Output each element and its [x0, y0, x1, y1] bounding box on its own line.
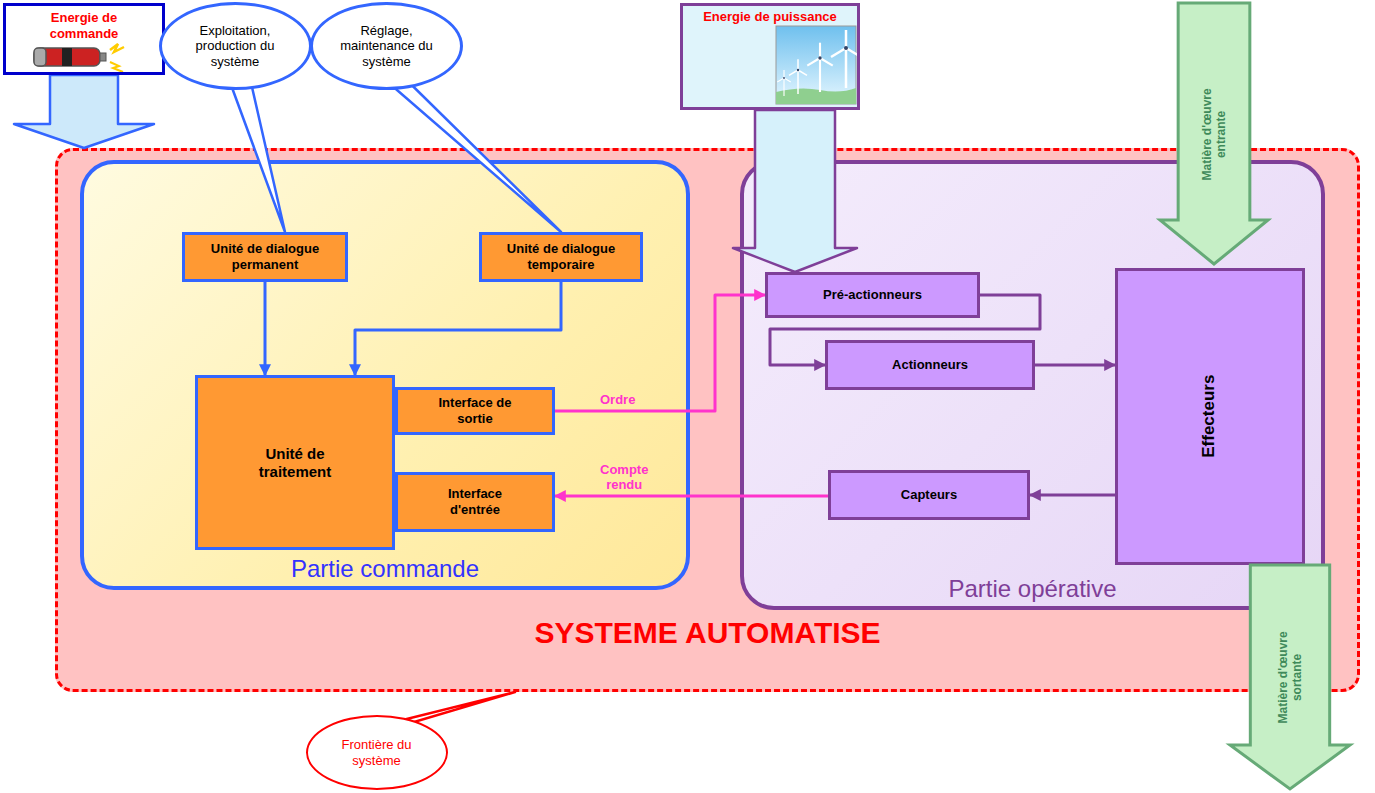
wind-turbine-picture	[776, 26, 861, 104]
node-text: Interface de sortie	[423, 395, 528, 426]
signal-label: Ordre	[600, 392, 635, 408]
node-text: Matière d'œuvre entrante	[1200, 79, 1229, 189]
node-text: Unité de dialogue permanent	[185, 241, 345, 272]
callout-bubble: Réglage, maintenance du système	[310, 2, 463, 90]
callout-bubble: Exploitation, production du système	[159, 2, 312, 90]
system-boundary: SYSTEME AUTOMATISE Partie commande Unité d…	[55, 148, 1360, 692]
process-box: Effecteurs	[1115, 268, 1305, 565]
energy-box: Energie de commande	[3, 3, 165, 75]
material-arrow: Matière d'œuvre sortante	[1228, 565, 1352, 790]
edge-label: Ordre	[600, 392, 635, 408]
node-text: Capteurs	[901, 487, 957, 503]
process-box: Actionneurs	[825, 340, 1035, 390]
callout-tail	[227, 74, 285, 232]
connector	[555, 495, 828, 498]
node-text: Interface d'entrée	[435, 486, 515, 517]
node-text: Energie de puissance	[703, 9, 837, 25]
callout-tail	[379, 74, 562, 232]
process-box: Pré-actionneurs	[765, 272, 980, 318]
connector	[355, 282, 561, 375]
node-text: Unité de traitement	[245, 445, 345, 481]
node-text: Unité de dialogue temporaire	[482, 241, 640, 272]
edge-label: Compte rendu	[600, 462, 648, 493]
connector	[1030, 494, 1115, 497]
callout-bubble: Frontière du système	[306, 715, 448, 790]
connector	[1035, 364, 1115, 367]
process-box: Unité de dialogue permanent	[182, 232, 348, 282]
node-text: Exploitation, production du système	[181, 23, 289, 70]
node-text: Matière d'œuvre sortante	[1276, 623, 1305, 733]
connector	[264, 282, 267, 375]
node-text: Partie opérative	[948, 575, 1116, 604]
process-box: Unité de traitement	[195, 375, 395, 550]
node-text: Réglage, maintenance du système	[333, 23, 441, 70]
energy-box: Energie de puissance	[680, 3, 860, 110]
control-part: Partie commande Unité de dialogue permane…	[80, 160, 690, 590]
energy-box-ground	[680, 3, 860, 110]
block-arrow	[733, 110, 857, 272]
node-text: Pré-actionneurs	[823, 287, 922, 303]
callout-tail	[367, 692, 516, 729]
node-text: Frontière du système	[327, 737, 427, 768]
node-text: Effecteurs	[1200, 375, 1220, 458]
connector	[770, 295, 1040, 365]
node-text: Energie de commande	[34, 10, 134, 41]
node-text: SYSTEME AUTOMATISE	[534, 615, 880, 651]
node-text: Partie commande	[291, 555, 479, 584]
node-text: Actionneurs	[892, 357, 968, 373]
process-box: Unité de dialogue temporaire	[479, 232, 643, 282]
interface-box: Interface de sortie	[395, 387, 555, 435]
material-arrow: Matière d'œuvre entrante	[1158, 3, 1270, 265]
battery-icon	[34, 44, 124, 72]
interface-box: Interface d'entrée	[395, 472, 555, 532]
block-arrow	[14, 75, 154, 148]
process-box: Capteurs	[828, 470, 1030, 520]
energy-box-ground	[3, 3, 165, 75]
connector	[555, 295, 765, 411]
signal-label: Compte rendu	[600, 462, 648, 493]
